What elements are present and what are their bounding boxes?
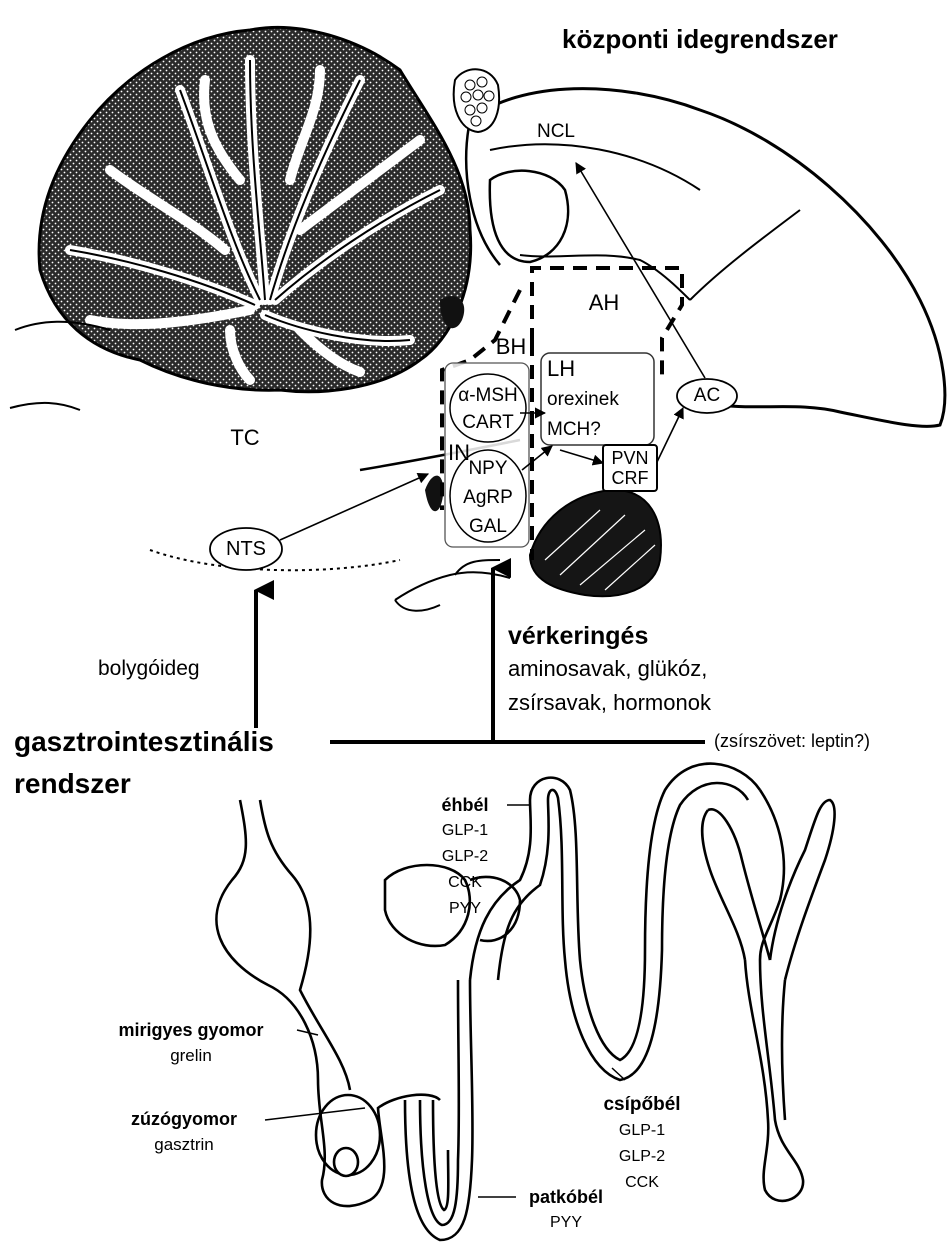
label-circulation: vérkeringés bbox=[508, 624, 648, 649]
label-adipose: (zsírszövet: leptin?) bbox=[714, 732, 870, 750]
diagram-title: központi idegrendszer bbox=[562, 26, 838, 52]
label-agrp: AgRP bbox=[463, 488, 513, 507]
pathway-lines bbox=[256, 568, 705, 742]
label-ac: AC bbox=[694, 386, 720, 405]
label-mch: MCH? bbox=[547, 420, 601, 439]
jejunum-label-group: éhbél GLP-1 GLP-2 CCK PYY bbox=[441, 792, 488, 922]
label-cart: CART bbox=[462, 413, 513, 432]
jejunum-hormone: GLP-1 bbox=[441, 818, 488, 844]
label-lh: LH bbox=[547, 358, 575, 380]
cerebellum-illustration bbox=[10, 27, 471, 410]
jejunum-hormone: GLP-2 bbox=[441, 844, 488, 870]
label-pvn: PVN bbox=[611, 449, 648, 467]
label-nts: NTS bbox=[226, 539, 266, 559]
jejunum-hormone: CCK bbox=[441, 870, 488, 896]
jejunum-hormone: PYY bbox=[441, 896, 488, 922]
label-duodenum: patkóbél bbox=[529, 1184, 603, 1210]
ileum-hormone: GLP-2 bbox=[603, 1144, 680, 1170]
label-gi-line1: gasztrointesztinális bbox=[14, 728, 274, 756]
label-jejunum: éhbél bbox=[441, 792, 488, 818]
ileum-hormone: CCK bbox=[603, 1170, 680, 1196]
label-npy: NPY bbox=[468, 459, 507, 478]
gizzard-hormone: gasztrin bbox=[131, 1132, 237, 1158]
duodenum-hormone: PYY bbox=[529, 1210, 603, 1236]
label-crf: CRF bbox=[612, 469, 649, 487]
label-gi-line2: rendszer bbox=[14, 770, 131, 798]
label-vagus: bolygóideg bbox=[98, 658, 200, 679]
proventriculus-hormone: grelin bbox=[118, 1043, 263, 1069]
label-gal: GAL bbox=[469, 517, 507, 536]
label-proventriculus: mirigyes gyomor bbox=[118, 1017, 263, 1043]
label-msh: α-MSH bbox=[458, 386, 518, 405]
label-ncl: NCL bbox=[537, 122, 575, 141]
ileum-label-group: csípőbél GLP-1 GLP-2 CCK bbox=[603, 1092, 680, 1196]
label-ileum: csípőbél bbox=[603, 1092, 680, 1118]
label-bh: BH bbox=[496, 336, 527, 358]
gi-tract-illustration bbox=[216, 764, 834, 1240]
label-in: IN bbox=[448, 442, 470, 464]
label-circulation-line2: zsírsavak, hormonok bbox=[508, 692, 711, 714]
gizzard-label-group: zúzógyomor gasztrin bbox=[131, 1106, 237, 1158]
proventriculus-label-group: mirigyes gyomor grelin bbox=[118, 1017, 263, 1069]
label-gizzard: zúzógyomor bbox=[131, 1106, 237, 1132]
duodenum-label-group: patkóbél PYY bbox=[529, 1184, 603, 1236]
label-orexinek: orexinek bbox=[547, 390, 619, 409]
label-ah: AH bbox=[589, 292, 620, 314]
label-tc: TC bbox=[230, 427, 259, 449]
label-circulation-line1: aminosavak, glükóz, bbox=[508, 658, 707, 680]
ileum-hormone: GLP-1 bbox=[603, 1118, 680, 1144]
